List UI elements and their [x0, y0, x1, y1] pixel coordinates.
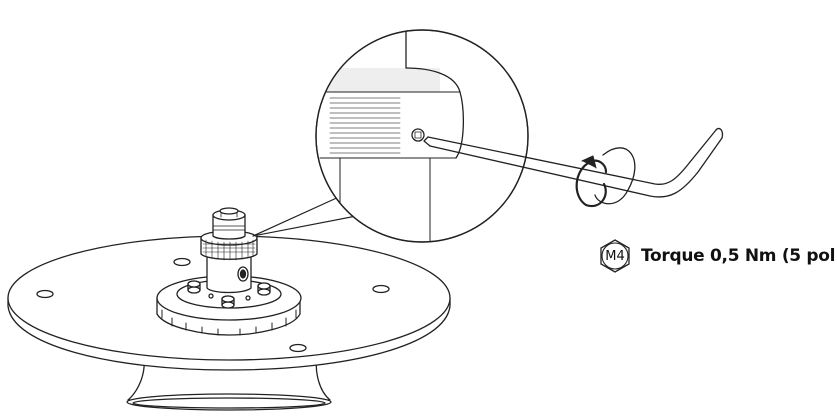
- mount-hole: [289, 343, 307, 353]
- torque-spec-label: Torque 0,5 Nm (5 pol.-lb): [641, 246, 837, 266]
- mount-hole: [173, 257, 191, 267]
- nozzle-shaft: [200, 207, 258, 294]
- set-screw: [411, 128, 425, 142]
- detail-magnifier: [252, 29, 529, 243]
- clockwise-rotation-arrow-icon: [575, 155, 608, 208]
- thread-lines: [329, 97, 401, 154]
- hub-flange: [156, 275, 302, 336]
- bolt-size-label: M4: [605, 248, 625, 264]
- torque-callout: M4 Torque 0,5 Nm (5 pol.-lb): [597, 236, 837, 276]
- flange-screw: [257, 282, 271, 296]
- hex-bolt-icon: M4: [597, 238, 633, 274]
- flange-screw: [187, 280, 201, 294]
- mount-hole: [372, 284, 390, 294]
- pedestal-foot: [126, 393, 332, 411]
- flange-screw: [221, 295, 235, 309]
- mount-hole: [36, 289, 54, 299]
